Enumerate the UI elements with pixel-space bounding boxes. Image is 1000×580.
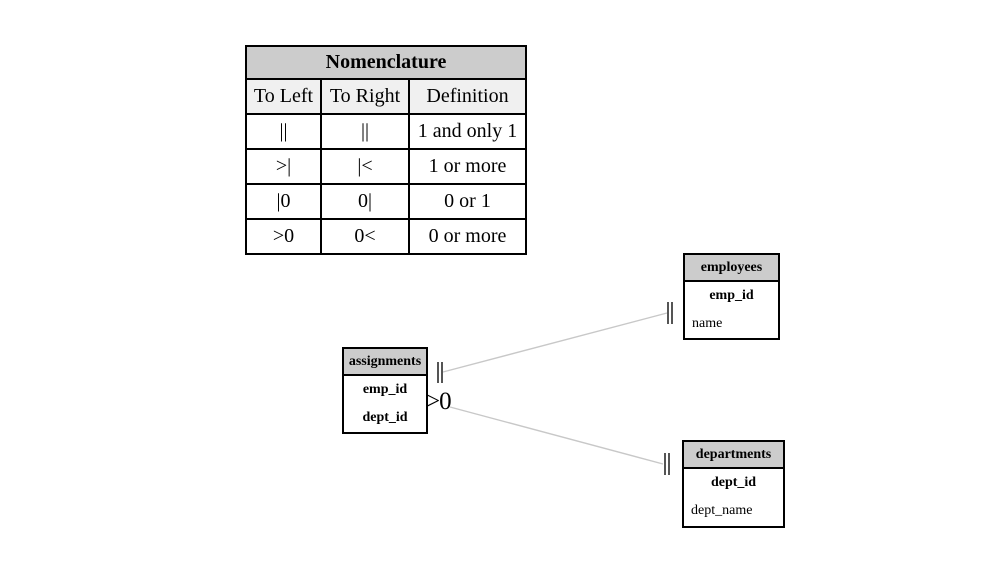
nomenclature-row-one-and-only-one: || || 1 and only 1 <box>245 113 527 150</box>
symbol-to-right: 0| <box>320 183 410 220</box>
definition-text: 1 or more <box>408 148 527 185</box>
cardinality-zero-or-more-icon: >0 <box>426 388 452 415</box>
definition-text: 1 and only 1 <box>408 113 527 150</box>
field-dept-id: dept_id <box>362 410 408 425</box>
entity-departments-fields: dept_id dept_name <box>684 469 783 525</box>
symbol-to-left: >| <box>245 148 322 185</box>
field-emp-id: emp_id <box>709 288 754 303</box>
nomenclature-row-zero-or-more: >0 0< 0 or more <box>245 218 527 255</box>
entity-departments-title: departments <box>684 442 783 469</box>
column-header-to-left: To Left <box>245 78 322 115</box>
column-header-definition: Definition <box>408 78 527 115</box>
cardinality-one-icon <box>664 453 670 475</box>
field-dept-name: dept_name <box>691 503 753 518</box>
symbol-to-right: 0< <box>320 218 410 255</box>
nomenclature-title-row: Nomenclature <box>245 45 527 80</box>
symbol-to-left: |0 <box>245 183 322 220</box>
entity-employees-title: employees <box>685 255 778 282</box>
nomenclature-row-zero-or-one: |0 0| 0 or 1 <box>245 183 527 220</box>
definition-text: 0 or 1 <box>408 183 527 220</box>
cardinality-one-icon <box>437 362 443 383</box>
symbol-to-right: || <box>320 113 410 150</box>
column-header-to-right: To Right <box>320 78 410 115</box>
field-dept-id: dept_id <box>710 475 757 490</box>
cardinality-bar-icon <box>671 302 673 324</box>
symbol-to-right: |< <box>320 148 410 185</box>
entity-assignments-title: assignments <box>344 349 426 376</box>
entity-employees: employees emp_id name <box>683 253 780 340</box>
nomenclature-table: Nomenclature To Left To Right Definition… <box>245 45 527 255</box>
cardinality-bar-icon <box>664 453 666 475</box>
definition-text: 0 or more <box>408 218 527 255</box>
nomenclature-title: Nomenclature <box>245 45 527 80</box>
nomenclature-row-one-or-more: >| |< 1 or more <box>245 148 527 185</box>
symbol-to-left: || <box>245 113 322 150</box>
entity-assignments-fields: emp_id dept_id <box>344 376 426 432</box>
line-assignments-departments <box>449 406 664 465</box>
entity-assignments: assignments emp_id dept_id <box>342 347 428 434</box>
cardinality-bar-icon <box>667 302 669 324</box>
entity-employees-fields: emp_id name <box>685 282 778 338</box>
cardinality-bar-icon <box>668 453 670 475</box>
symbol-to-left: >0 <box>245 218 322 255</box>
nomenclature-header-row: To Left To Right Definition <box>245 78 527 115</box>
cardinality-one-icon <box>667 302 673 324</box>
field-name: name <box>692 316 723 331</box>
entity-departments: departments dept_id dept_name <box>682 440 785 528</box>
line-assignments-employees <box>442 312 668 373</box>
cardinality-bar-icon <box>437 362 439 383</box>
field-emp-id: emp_id <box>362 382 408 397</box>
cardinality-bar-icon <box>441 362 443 383</box>
